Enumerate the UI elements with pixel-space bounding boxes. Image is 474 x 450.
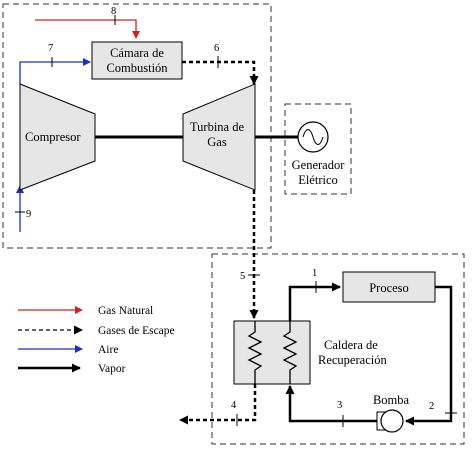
recovery-boundary bbox=[211, 253, 465, 445]
hrsg-label-1: Caldera de bbox=[324, 338, 378, 352]
state-point-9: 9 bbox=[26, 209, 31, 220]
condensate-to-pump-line bbox=[405, 285, 453, 426]
pump-symbol bbox=[380, 409, 404, 433]
feedwater-line bbox=[285, 385, 377, 423]
legend-air-label: Aire bbox=[98, 344, 118, 356]
exhaust-out-line bbox=[179, 384, 257, 425]
compressor-label: Compresor bbox=[25, 130, 81, 144]
pump-label: Bomba bbox=[373, 393, 410, 407]
state-point-6: 6 bbox=[214, 43, 219, 54]
generator-boundary bbox=[284, 103, 352, 195]
state-point-2: 2 bbox=[429, 401, 434, 412]
hot-gas-line bbox=[182, 60, 259, 85]
compressor-shape bbox=[19, 83, 96, 191]
steam-to-process-line bbox=[288, 282, 341, 321]
gas-turbine-boundary bbox=[2, 3, 272, 249]
combustion-chamber bbox=[91, 41, 183, 80]
legend-steam-label: Vapor bbox=[98, 363, 126, 375]
state-point-8: 8 bbox=[111, 6, 116, 17]
combustion-chamber-label-1: Cámara de bbox=[110, 46, 164, 60]
state-point-5: 5 bbox=[240, 271, 245, 282]
process-label: Proceso bbox=[369, 281, 409, 295]
state-point-3: 3 bbox=[337, 400, 342, 411]
generator-label-2: Elétrico bbox=[298, 173, 338, 187]
legend-gas-natural-label: Gas Natural bbox=[98, 305, 153, 317]
hrsg-box bbox=[233, 320, 311, 385]
state-point-1: 1 bbox=[312, 268, 317, 279]
hrsg-label-2: Recuperación bbox=[318, 353, 387, 367]
air-line-to-chamber bbox=[19, 58, 91, 84]
sine-wave-icon bbox=[302, 129, 324, 145]
combustion-chamber-label-2: Combustión bbox=[106, 61, 168, 75]
legend: Gas Natural Gases de Escape Aire Vapor bbox=[18, 305, 175, 375]
hrsg-coil-right bbox=[282, 321, 298, 384]
state-point-4: 4 bbox=[231, 400, 237, 411]
turbine-label-1: Turbina de bbox=[190, 120, 245, 134]
generator-label-1: Generador bbox=[292, 158, 346, 172]
hrsg-coil-left bbox=[247, 321, 263, 384]
natural-gas-line bbox=[35, 19, 140, 39]
state-point-7: 7 bbox=[48, 43, 53, 54]
turbine-label-2: Gas bbox=[207, 135, 227, 149]
legend-exhaust-label: Gases de Escape bbox=[98, 325, 175, 337]
